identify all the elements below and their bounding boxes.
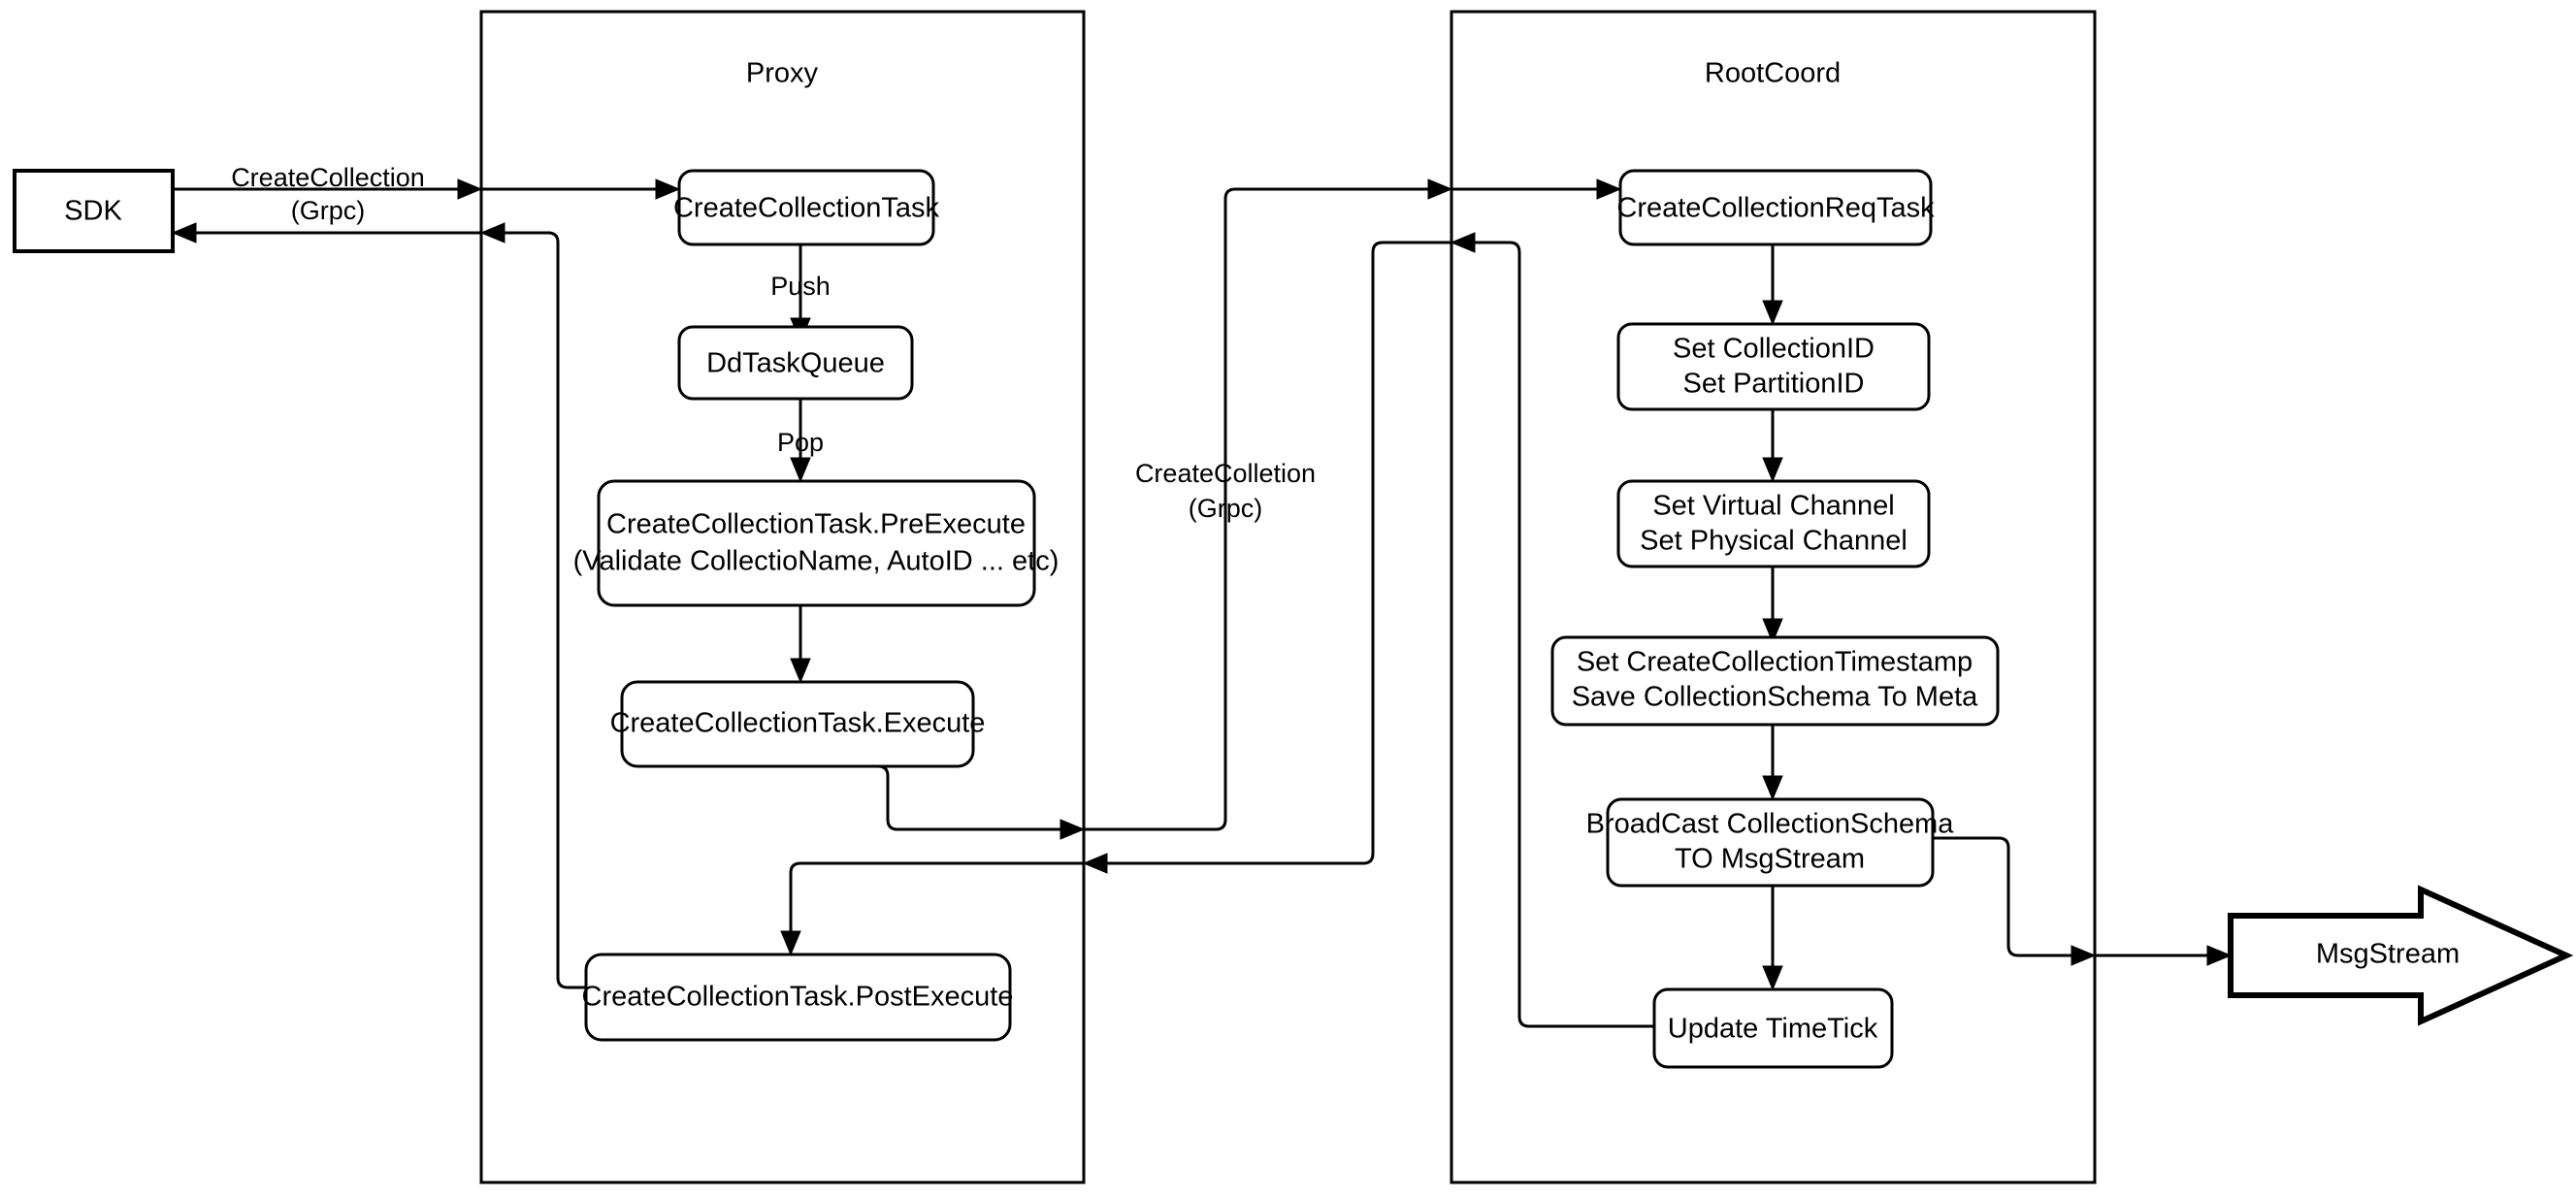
broadcast-label-line1: BroadCast CollectionSchema [1586, 809, 1955, 840]
update-timetick-label: Update TimeTick [1668, 1014, 1878, 1045]
proxy-container-label: Proxy [746, 58, 819, 89]
node-dd-task-queue[interactable]: DdTaskQueue [677, 325, 914, 401]
set-meta-label-line1: Set CreateCollectionTimestamp [1577, 647, 1973, 678]
msgstream-block-arrow[interactable] [2228, 885, 2574, 1026]
edge-line [789, 861, 1084, 946]
set-channels-box[interactable] [1616, 479, 1931, 568]
edge-channels-to-meta [1762, 566, 1783, 644]
node-pre-execute[interactable]: CreateCollectionTask.PreExecute (Validat… [573, 479, 1060, 607]
set-channels-label-line2: Set Physical Channel [1640, 526, 1908, 557]
post-execute-box[interactable] [584, 953, 1012, 1042]
edge-postexecute-to-boundary [479, 222, 586, 989]
edge-line [1092, 241, 1451, 865]
arrowhead-icon [2071, 945, 2097, 966]
dd-task-queue-box[interactable] [677, 325, 914, 401]
node-execute[interactable]: CreateCollectionTask.Execute [610, 680, 986, 768]
edge-proxy-to-sdk-return [171, 222, 481, 243]
sdk-box[interactable] [13, 169, 175, 253]
arrowhead-icon [790, 457, 811, 483]
update-timetick-box[interactable] [1652, 987, 1894, 1069]
arrowhead-icon [1762, 457, 1783, 483]
pre-execute-label-line2: (Validate CollectioName, AutoID ... etc) [573, 546, 1060, 577]
edge-broadcast-to-timetick [1762, 886, 1783, 991]
node-create-collection-req-task[interactable]: CreateCollectionReqTask [1616, 169, 1935, 246]
node-msgstream[interactable]: MsgStream [2228, 885, 2574, 1026]
arrowhead-icon [1427, 178, 1453, 200]
execute-box[interactable] [620, 680, 975, 768]
edge-line [1084, 187, 1443, 831]
node-set-channels[interactable]: Set Virtual Channel Set Physical Channel [1616, 479, 1931, 568]
create-collection-task-label: CreateCollectionTask [673, 193, 940, 224]
edge-label-proxy-to-rootcoord-line2: (Grpc) [1189, 494, 1263, 523]
node-set-ids[interactable]: Set CollectionID Set PartitionID [1616, 322, 1931, 411]
create-collection-req-task-label: CreateCollectionReqTask [1616, 193, 1935, 224]
edge-meta-to-broadcast [1762, 725, 1783, 801]
edge-proxy-boundary-to-rootcoord: CreateColletion (Grpc) [1084, 178, 1453, 831]
arrowhead-icon [1450, 232, 1476, 253]
edge-line [1460, 241, 1654, 1028]
create-collection-task-box[interactable] [677, 169, 935, 246]
edge-boundary-to-msgstream [2095, 945, 2233, 966]
node-broadcast[interactable]: BroadCast CollectionSchema TO MsgStream [1586, 797, 1955, 888]
arrowhead-icon [655, 178, 681, 200]
arrowhead-icon [790, 658, 811, 684]
post-execute-label: CreateCollectionTask.PostExecute [582, 982, 1014, 1013]
pre-execute-box[interactable] [597, 479, 1036, 607]
execute-label: CreateCollectionTask.Execute [610, 708, 986, 739]
edge-label-push: Push [770, 272, 831, 301]
arrowhead-icon [1762, 618, 1783, 644]
arrowhead-icon [1762, 775, 1783, 801]
arrowhead-icon [479, 222, 505, 243]
edge-label-pop: Pop [777, 428, 824, 457]
edge-broadcast-to-boundary [1933, 836, 2097, 966]
set-meta-box[interactable] [1550, 635, 2000, 727]
arrowhead-icon [1762, 300, 1783, 326]
arrowhead-icon [1082, 853, 1108, 874]
set-channels-label-line1: Set Virtual Channel [1652, 491, 1894, 522]
edge-boundary-to-postexecute [780, 861, 1084, 956]
edge-sdk-to-proxy [173, 178, 483, 200]
node-create-collection-task[interactable]: CreateCollectionTask [673, 169, 940, 246]
arrowhead-icon [1596, 178, 1622, 200]
node-sdk[interactable]: SDK [13, 169, 175, 253]
edge-line [490, 231, 586, 989]
edge-setids-to-channels [1762, 408, 1783, 483]
msgstream-label: MsgStream [2316, 939, 2460, 970]
edge-reqtask-to-setids [1762, 243, 1783, 326]
edge-line [1933, 836, 2086, 957]
edge-rootcoord-return-to-proxy [1082, 241, 1451, 874]
edge-push: Push [770, 243, 831, 343]
dd-task-queue-label: DdTaskQueue [706, 348, 885, 379]
sdk-label: SDK [64, 196, 122, 227]
rootcoord-container-label: RootCoord [1705, 58, 1841, 89]
pre-execute-label-line1: CreateCollectionTask.PreExecute [606, 509, 1026, 540]
set-ids-box[interactable] [1616, 322, 1931, 411]
set-ids-label-line1: Set CollectionID [1673, 334, 1875, 365]
edge-label-proxy-to-rootcoord-line1: CreateColletion [1135, 459, 1316, 488]
set-ids-label-line2: Set PartitionID [1683, 369, 1865, 400]
edge-label-sdk-to-proxy: CreateCollection (Grpc) [231, 163, 425, 225]
arrowhead-icon [1060, 819, 1086, 840]
edge-rootcoord-entry-to-task [1451, 178, 1622, 200]
edge-timetick-to-boundary [1450, 232, 1654, 1028]
set-meta-label-line2: Save CollectionSchema To Meta [1572, 682, 1978, 713]
arrowhead-icon [780, 930, 801, 956]
create-collection-req-task-box[interactable] [1618, 169, 1933, 246]
arrowhead-icon [1762, 965, 1783, 991]
broadcast-label-line2: TO MsgStream [1675, 844, 1865, 875]
edge-preexecute-to-execute [790, 605, 811, 684]
edge-label-createcollection-line1: CreateCollection [231, 163, 425, 192]
edge-proxy-entry-to-task [481, 178, 681, 200]
broadcast-box[interactable] [1606, 797, 1935, 888]
edge-pop: Pop [777, 399, 824, 483]
arrowhead-icon [457, 178, 483, 200]
arrowhead-icon [2206, 945, 2233, 966]
arrowhead-icon [171, 222, 197, 243]
node-update-timetick[interactable]: Update TimeTick [1652, 987, 1894, 1069]
edge-label-createcollection-line2: (Grpc) [291, 196, 366, 225]
node-set-meta[interactable]: Set CreateCollectionTimestamp Save Colle… [1550, 635, 2000, 727]
node-post-execute[interactable]: CreateCollectionTask.PostExecute [582, 953, 1014, 1042]
